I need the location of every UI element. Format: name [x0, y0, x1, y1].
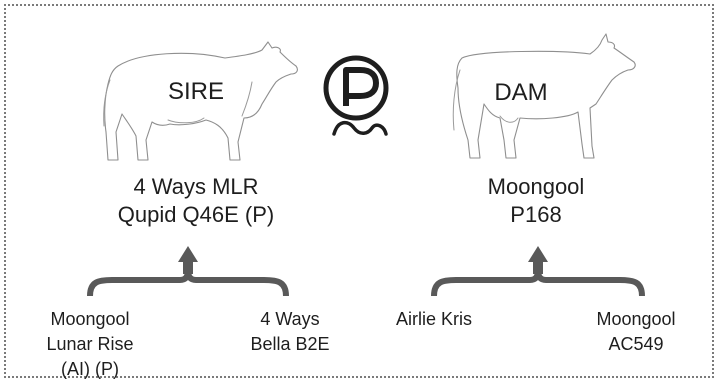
sire-bull-belly — [167, 117, 205, 124]
sire-name-line1: 4 Ways MLR — [133, 174, 258, 199]
dam-cow-outline — [456, 33, 636, 159]
dam-lineage-arrow — [431, 246, 645, 297]
dam-role-label: DAM — [494, 79, 547, 106]
sire-name-line2: Qupid Q46E (P) — [118, 202, 275, 227]
dam-dam-line1: Moongool — [596, 309, 675, 329]
sire-bull-outline — [104, 41, 298, 161]
sire-bull-dewlap — [241, 81, 253, 117]
dam-dam-line2: AC549 — [608, 334, 663, 354]
sire-sire-line1: Moongool — [50, 309, 129, 329]
dotted-frame — [4, 4, 714, 378]
sire-dam-line2: Bella B2E — [250, 334, 329, 354]
sire-lineage-arrow — [87, 246, 289, 297]
dam-cow-illustration — [452, 33, 636, 159]
dam-name-line2: P168 — [510, 202, 561, 227]
sire-bull-illustration — [103, 41, 298, 161]
sire-role-label: SIRE — [168, 78, 224, 105]
sire-sire-line3: (AI) (P) — [61, 359, 119, 379]
sire-bull-tail — [103, 79, 111, 127]
dam-sire-line1: Airlie Kris — [396, 309, 472, 329]
polled-p-icon — [323, 55, 389, 136]
dam-cow-udder — [499, 115, 519, 123]
dam-cow-tail — [452, 69, 461, 131]
sire-sire-line2: Lunar Rise — [46, 334, 133, 354]
sire-dam-line1: 4 Ways — [260, 309, 319, 329]
dam-name-line1: Moongool — [488, 174, 585, 199]
